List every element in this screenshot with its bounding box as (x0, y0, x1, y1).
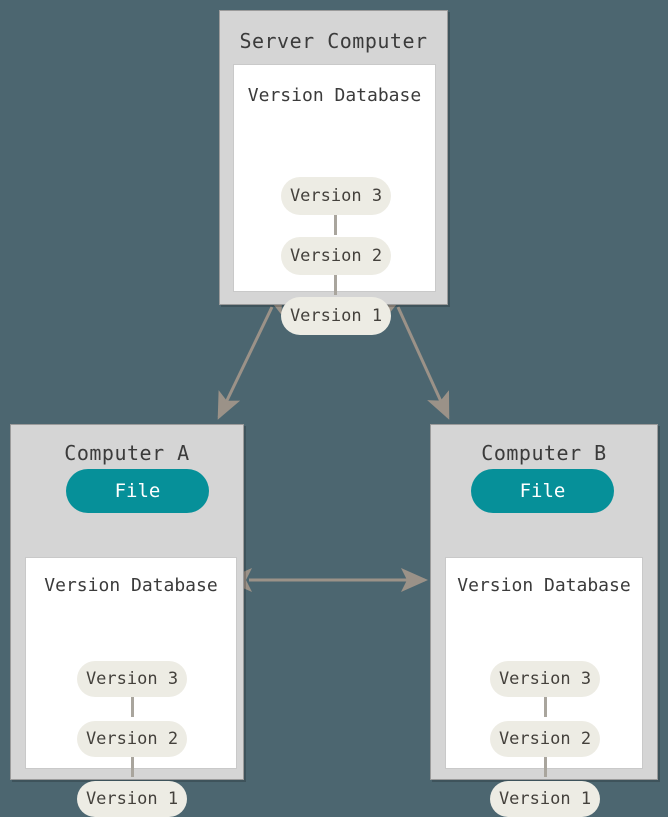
computer-a-pill-connector-2-1 (131, 757, 134, 777)
server-version-pill-1[interactable]: Version 1 (281, 297, 391, 335)
computer-a-version-pill-2[interactable]: Version 2 (77, 721, 187, 757)
arrow-server-to-computer-b (388, 285, 450, 420)
computer-b-version-pill-2-label: Version 2 (498, 729, 592, 749)
computer-a-version-database-title: Version Database (44, 575, 218, 596)
server-pill-connector-3-2 (334, 213, 337, 235)
server-pill-connector-2-1 (334, 273, 337, 295)
computer-b-pill-connector-3-2 (544, 697, 547, 717)
computer-b-version-pill-1[interactable]: Version 1 (490, 781, 600, 817)
computer-b-version-pill-3-label: Version 3 (498, 669, 592, 689)
computer-b-version-database-title: Version Database (457, 575, 631, 596)
computer-a-version-pill-2-label: Version 2 (85, 729, 179, 749)
computer-b-version-pill-3[interactable]: Version 3 (490, 661, 600, 697)
server-version-pill-3-label: Version 3 (289, 186, 383, 206)
computer-b-version-pill-2[interactable]: Version 2 (490, 721, 600, 757)
computer-a-version-pill-3-label: Version 3 (85, 669, 179, 689)
computer-b-pill-connector-2-1 (544, 757, 547, 777)
computer-a-version-pill-1[interactable]: Version 1 (77, 781, 187, 817)
server-version-pill-3[interactable]: Version 3 (281, 177, 391, 215)
computer-a-version-pill-3[interactable]: Version 3 (77, 661, 187, 697)
diagram-canvas: Server Computer Version Database Version… (10, 10, 658, 817)
computer-a-version-pill-1-label: Version 1 (85, 789, 179, 809)
server-version-pill-2-label: Version 2 (289, 246, 383, 266)
computer-a-box[interactable]: Computer A File Version Database Version… (10, 424, 244, 817)
computer-a-file-pill[interactable]: File (66, 469, 209, 513)
computer-b-version-database-box[interactable]: Version Database Version 3 Version 2 Ver… (445, 557, 643, 817)
computer-a-version-database-box[interactable]: Version Database Version 3 Version 2 Ver… (25, 557, 237, 817)
computer-b-file-pill[interactable]: File (471, 469, 614, 513)
server-version-pill-1-label: Version 1 (289, 306, 383, 326)
server-version-pill-2[interactable]: Version 2 (281, 237, 391, 275)
server-computer-title: Server Computer (239, 29, 428, 53)
computer-b-file-label: File (519, 480, 566, 502)
server-version-database-box[interactable]: Version Database Version 3 Version 2 Ver… (233, 64, 436, 335)
computer-a-title: Computer A (64, 441, 190, 465)
computer-b-version-pill-1-label: Version 1 (498, 789, 592, 809)
server-computer-box[interactable]: Server Computer Version Database Version… (219, 10, 448, 335)
arrow-server-to-computer-a (217, 285, 283, 420)
computer-b-box[interactable]: Computer B File Version Database Version… (430, 424, 658, 817)
computer-a-file-label: File (114, 480, 161, 502)
server-version-database-title: Version Database (247, 85, 422, 106)
computer-b-title: Computer B (481, 441, 607, 465)
computer-a-pill-connector-3-2 (131, 697, 134, 717)
